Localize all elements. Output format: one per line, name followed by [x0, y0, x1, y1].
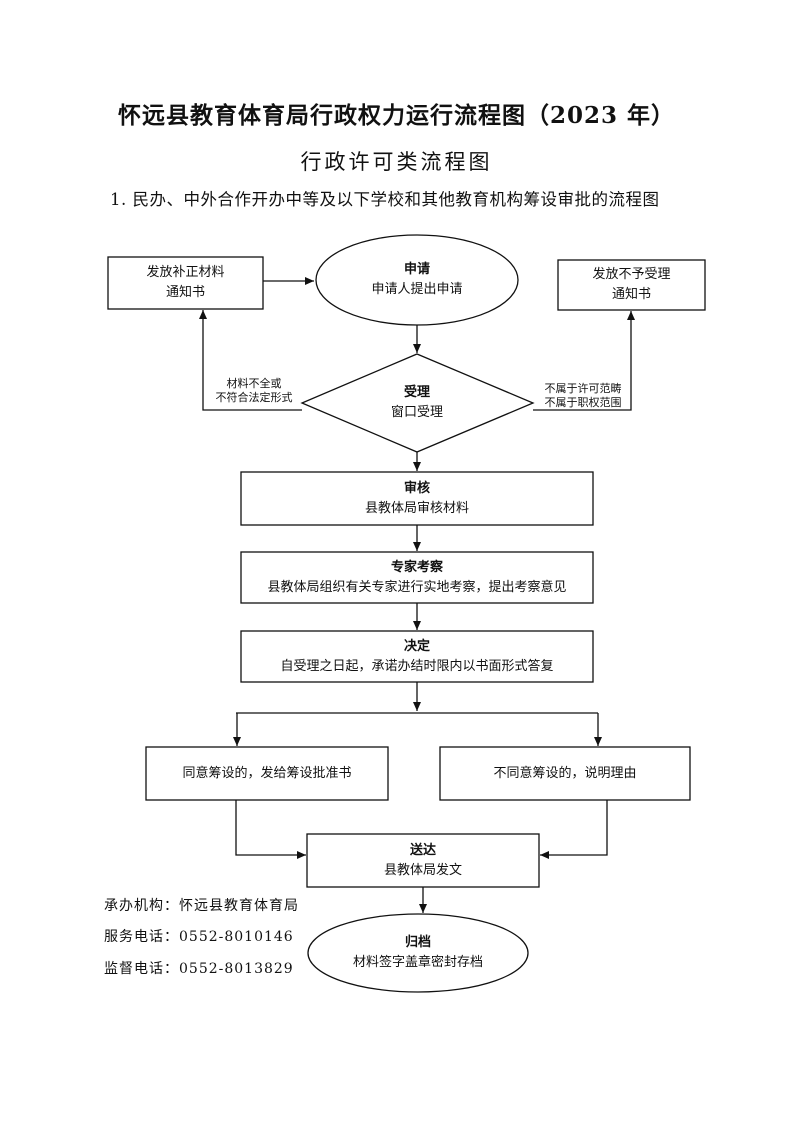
right-condition-line1: 不属于许可范畴 — [544, 382, 622, 395]
left-condition-line2: 不符合法定形式 — [215, 391, 293, 404]
page-title: 怀远县教育体育局行政权力运行流程图（2023 年） — [117, 102, 676, 129]
page-subtitle: 行政许可类流程图 — [300, 150, 493, 174]
reject-notice-line1: 发放不予受理 — [592, 267, 671, 282]
right-condition-note: 不属于许可范畴 不属于职权范围 — [536, 382, 630, 410]
apply-node: 申请 申请人提出申请 — [316, 250, 518, 310]
expert-node: 专家考察 县教体局组织有关专家进行实地考察，提出考察意见 — [241, 552, 593, 603]
archive-title: 归档 — [404, 935, 431, 950]
left-condition-note: 材料不全或 不符合法定形式 — [206, 377, 302, 405]
review-desc: 县教体局审核材料 — [364, 500, 469, 516]
deny-node-shape — [439, 746, 691, 801]
archive-node: 归档 材料签字盖章密封存档 — [318, 928, 518, 978]
deliver-node: 送达 县教体局发文 — [307, 834, 539, 887]
deny-node: 不同意筹设的，说明理由 — [440, 747, 690, 800]
expert-title: 专家考察 — [390, 559, 443, 575]
approve-node: 同意筹设的，发给筹设批准书 — [146, 747, 388, 800]
supplement-notice-line2: 通知书 — [165, 285, 205, 300]
apply-desc: 申请人提出申请 — [371, 282, 463, 297]
arrow-deny-to-deliver — [540, 800, 608, 859]
service-phone: 服务电话：0552-8010146 — [104, 929, 294, 945]
left-condition-line1: 材料不全或 — [226, 377, 282, 390]
accept-node: 受理 窗口受理 — [340, 380, 494, 426]
deny-desc: 不同意筹设的，说明理由 — [493, 765, 637, 781]
flowchart-heading: 1. 民办、中外合作开办中等及以下学校和其他教育机构筹设审批的流程图 — [110, 190, 660, 209]
deliver-desc: 县教体局发文 — [383, 862, 462, 878]
expert-desc: 县教体局组织有关专家进行实地考察，提出考察意见 — [267, 579, 567, 595]
supplement-notice-line1: 发放补正材料 — [146, 265, 225, 280]
reject-notice-line2: 通知书 — [611, 287, 651, 302]
supplement-notice-shape — [107, 256, 264, 310]
arrow-accept-to-supplement — [199, 310, 302, 411]
archive-desc: 材料签字盖章密封存档 — [352, 955, 483, 970]
review-title: 审核 — [403, 480, 430, 496]
arrow-approve-to-deliver — [235, 800, 306, 859]
decision-title: 决定 — [403, 638, 430, 654]
decision-node: 决定 自受理之日起，承诺办结时限内以书面形式答复 — [241, 631, 593, 682]
accept-title: 受理 — [403, 385, 430, 400]
accept-desc: 窗口受理 — [390, 405, 443, 420]
apply-title: 申请 — [403, 262, 430, 277]
right-condition-line2: 不属于职权范围 — [544, 396, 622, 409]
approve-desc: 同意筹设的，发给筹设批准书 — [182, 765, 352, 781]
decision-desc: 自受理之日起，承诺办结时限内以书面形式答复 — [280, 658, 554, 674]
reject-notice-node: 发放不予受理 通知书 — [558, 260, 705, 310]
agency-info: 承办机构：怀远县教育体育局 — [104, 898, 299, 914]
archive-node-shape — [307, 913, 529, 993]
approve-node-shape — [145, 746, 389, 801]
supplement-notice-node: 发放补正材料 通知书 — [108, 257, 263, 309]
review-node: 审核 县教体局审核材料 — [241, 472, 593, 525]
arrow-accept-to-reject — [533, 311, 635, 411]
deliver-title: 送达 — [409, 842, 436, 858]
reject-notice-shape — [557, 259, 706, 311]
supervise-phone: 监督电话：0552-8013829 — [104, 961, 294, 977]
